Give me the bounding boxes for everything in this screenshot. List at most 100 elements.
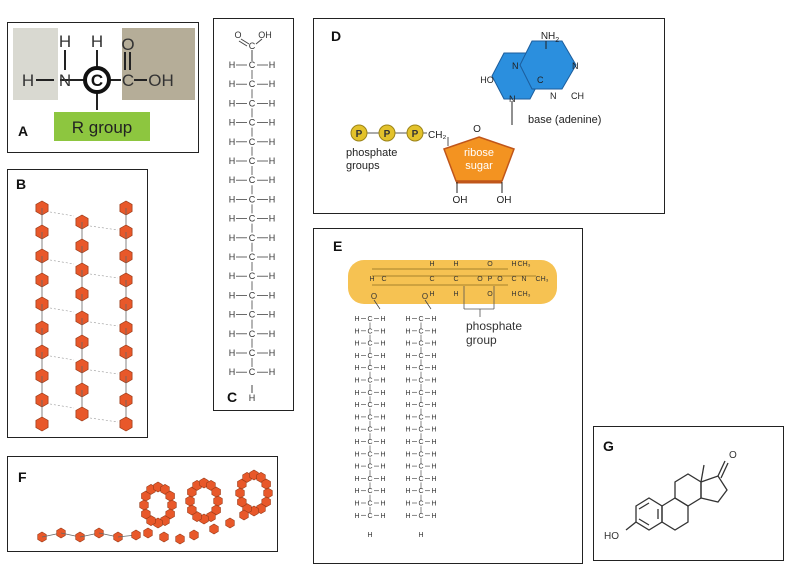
ester-o: O	[371, 292, 377, 301]
head-atom: H	[511, 261, 516, 268]
glucose-ring	[75, 406, 89, 422]
phosphate-2	[378, 124, 396, 142]
head-atom: C	[453, 276, 458, 283]
tail-h-right: H	[431, 328, 436, 335]
atom-n1: N	[512, 61, 519, 71]
chain-h-right: H	[269, 348, 276, 358]
tail-h-right: H	[431, 365, 436, 372]
panel-e-label: E	[333, 238, 343, 254]
glucose-unit	[141, 508, 151, 520]
head-atom: CH₃	[518, 291, 531, 298]
chain-h-right: H	[269, 367, 276, 377]
panel-a-amino-acid: H H H N C C O OH R group A	[7, 22, 199, 153]
head-atom: O	[497, 276, 503, 283]
tail-carbon: C	[367, 501, 372, 508]
hydrogen-bond	[89, 417, 119, 423]
chain-h-left: H	[229, 137, 236, 147]
tail-h-left: H	[354, 341, 359, 348]
chain-h-left: H	[229, 290, 236, 300]
glucose-unit	[199, 477, 209, 489]
phosphate-3	[406, 124, 424, 142]
chain-carbon: C	[249, 175, 256, 185]
ring-b	[661, 497, 689, 531]
head-atom: N	[521, 276, 526, 283]
glucose-unit	[187, 504, 197, 516]
tail-h-right: H	[431, 390, 436, 397]
glucose-unit	[159, 531, 169, 543]
atom-oxygen: O	[121, 35, 134, 54]
tail-h-left: H	[405, 402, 410, 409]
head-atom: O	[487, 291, 493, 298]
glucose-unit	[263, 487, 273, 499]
tail-carbon: C	[367, 427, 372, 434]
tail-carbon: C	[418, 451, 423, 458]
hydrogen-bond	[49, 259, 75, 265]
chain-h-right: H	[269, 329, 276, 339]
hydrogen-bond	[89, 273, 119, 279]
tail-h-right: H	[431, 427, 436, 434]
tail-carbon: C	[367, 365, 372, 372]
tail-h-left: H	[354, 316, 359, 323]
chain-h-left: H	[229, 233, 236, 243]
head-atom: H	[429, 261, 434, 268]
atom-n2: N	[572, 61, 579, 71]
glucose-unit	[237, 496, 247, 508]
tail-carbon: C	[367, 451, 372, 458]
phosphate-group-line1: phosphate	[466, 319, 522, 333]
glucose-unit	[206, 511, 216, 522]
tail-carbon: C	[367, 488, 372, 495]
hydrogen-bond	[49, 403, 75, 409]
tail-carbon: C	[418, 427, 423, 434]
phospholipid-head	[348, 260, 557, 304]
tail-h-right: H	[380, 390, 385, 397]
tail-h-left: H	[405, 488, 410, 495]
tail-h-left: H	[405, 501, 410, 508]
chain-h-right: H	[269, 233, 276, 243]
phosphate-groups-line1: phosphate	[346, 147, 397, 159]
glucose-unit	[213, 495, 223, 507]
head-atom: O	[487, 261, 493, 268]
tail-carbon: C	[367, 353, 372, 360]
glucose-unit	[131, 529, 141, 541]
atom-ch: CH	[571, 91, 584, 101]
tail-h-left: H	[354, 439, 359, 446]
hydrogen-bond	[89, 369, 119, 375]
glucose-unit	[225, 517, 235, 529]
tail-h-right: H	[431, 476, 436, 483]
tail-h-right: H	[431, 316, 436, 323]
tail-carbon: C	[367, 341, 372, 348]
ribose-label-2: sugar	[465, 160, 493, 172]
ribose-oh-2: OH	[497, 195, 512, 206]
atom-ho: HO	[480, 75, 494, 85]
head-atom: C	[381, 276, 386, 283]
chain-h-left: H	[229, 118, 236, 128]
glucose-unit	[206, 480, 216, 491]
chain-h-right: H	[269, 137, 276, 147]
head-atom: H	[369, 276, 374, 283]
panel-f-amylose: F	[7, 456, 278, 552]
chain-h-left: H	[229, 194, 236, 204]
atom-n4: N	[509, 94, 516, 104]
tail-carbon: C	[367, 513, 372, 520]
glucose-unit	[211, 486, 221, 498]
glucose-unit	[160, 484, 170, 495]
cellulose-diagram	[35, 200, 133, 432]
atom-c: C	[537, 75, 544, 85]
panel-a-label: A	[18, 123, 29, 139]
glucose-unit	[153, 481, 163, 493]
tail-h-right: H	[380, 402, 385, 409]
chain-carbon: C	[249, 367, 256, 377]
tail-h-right: H	[431, 353, 436, 360]
glucose-unit	[239, 509, 249, 521]
tail-carbon: C	[418, 513, 423, 520]
glucose-unit	[249, 469, 259, 481]
tail-carbon: C	[367, 402, 372, 409]
phosphate-label-3: P	[412, 129, 419, 140]
tail-h-right: H	[380, 427, 385, 434]
chain-carbon: C	[249, 271, 256, 281]
chain-carbon: C	[249, 252, 256, 262]
chain-h-left: H	[229, 252, 236, 262]
tail-h-left: H	[354, 353, 359, 360]
head-atom: C	[511, 276, 516, 283]
